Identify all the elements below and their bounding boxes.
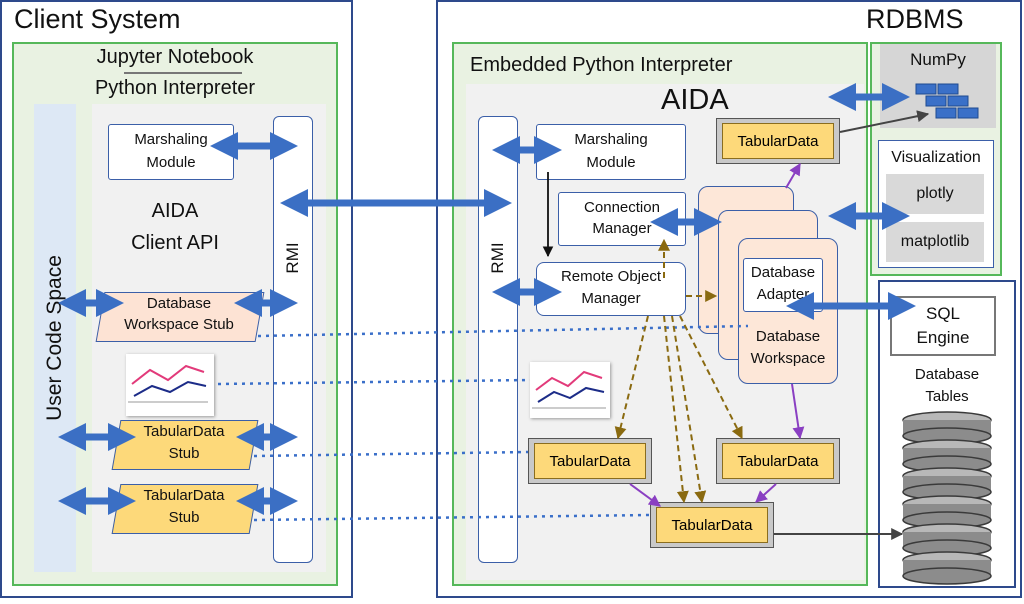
tabular-stub-2-reference bbox=[253, 513, 651, 522]
database-adapter-line1: Database bbox=[750, 264, 816, 281]
embedded-interpreter-label: Embedded Python Interpreter bbox=[470, 54, 733, 76]
sql-engine-line1: SQL bbox=[925, 304, 961, 323]
matplotlib-label: matplotlib bbox=[900, 233, 970, 250]
connection-manager-line2: Manager bbox=[592, 220, 652, 237]
tabular-left-to-bottom bbox=[629, 483, 661, 507]
tabular-stub-1-line2: Stub bbox=[168, 445, 200, 462]
visualization-label: Visualization bbox=[891, 149, 981, 166]
tabular-stub-2-line2: Stub bbox=[168, 509, 200, 526]
tabular-stub-2-line1: TabularData bbox=[143, 487, 225, 504]
database-tables-line2: Tables bbox=[925, 388, 969, 405]
remote-object-manager-line1: Remote Object bbox=[560, 268, 662, 285]
numpy-bricks-icon bbox=[915, 83, 979, 119]
python-interpreter-label: Python Interpreter bbox=[94, 77, 256, 99]
tabular-data-left: TabularData bbox=[528, 438, 652, 484]
connection-manager-line1: Connection bbox=[584, 199, 660, 216]
database-tables-line1: Database bbox=[914, 366, 980, 383]
client-system-title: Client System bbox=[14, 4, 181, 34]
workspace-stub-reference bbox=[257, 324, 749, 338]
database-tables-icon bbox=[902, 411, 992, 585]
rom-to-tabular-right bbox=[679, 315, 743, 440]
tabular-data-right-label: TabularData bbox=[722, 443, 834, 479]
aida-title: AIDA bbox=[661, 84, 729, 116]
jupyter-notebook-label: Jupyter Notebook bbox=[96, 46, 254, 68]
tabular-stub-1-reference bbox=[253, 450, 529, 458]
tabular-data-left-label: TabularData bbox=[534, 443, 646, 479]
database-workspace-stub-line1: Database bbox=[146, 295, 212, 312]
jupyter-underline bbox=[124, 72, 242, 74]
numpy-label: NumPy bbox=[910, 50, 966, 69]
aida-client-api-line2: Client API bbox=[131, 232, 219, 254]
database-workspace-stub-line2: Workspace Stub bbox=[124, 316, 234, 333]
server-marshaling-line1: Marshaling bbox=[574, 131, 648, 148]
sql-engine-line2: Engine bbox=[916, 328, 970, 347]
plotly-label: plotly bbox=[916, 185, 954, 202]
rom-to-tabular-bottom-2 bbox=[671, 315, 707, 504]
database-workspace-line1: Database bbox=[755, 328, 821, 345]
tabular-data-bottom-label: TabularData bbox=[656, 507, 768, 543]
remote-object-manager-line2: Manager bbox=[581, 290, 641, 307]
workspace-to-tabular-right bbox=[791, 383, 805, 440]
tabular-data-top: TabularData bbox=[716, 118, 840, 164]
tabular-data-bottom: TabularData bbox=[650, 502, 774, 548]
client-marshaling-line1: Marshaling bbox=[134, 131, 208, 148]
server-chart-icon bbox=[532, 370, 606, 409]
rdbms-title: RDBMS bbox=[866, 4, 964, 34]
tabular-right-to-bottom bbox=[755, 483, 777, 503]
client-chart-icon bbox=[128, 364, 208, 403]
tabular-stub-1-line1: TabularData bbox=[143, 423, 225, 440]
database-workspace-line2: Workspace bbox=[750, 350, 826, 367]
tabular-top-to-numpy bbox=[839, 110, 930, 133]
rom-to-tabular-left bbox=[614, 315, 649, 440]
client-marshaling-line2: Module bbox=[146, 154, 196, 171]
tabular-data-top-label: TabularData bbox=[722, 123, 834, 159]
aida-client-api-line1: AIDA bbox=[151, 200, 199, 222]
workspace-to-tabular-top bbox=[785, 162, 801, 189]
server-marshaling-line2: Module bbox=[586, 154, 636, 171]
chart-reference bbox=[217, 378, 531, 386]
tabular-data-right: TabularData bbox=[716, 438, 840, 484]
rom-to-tabular-bottom bbox=[663, 315, 689, 504]
